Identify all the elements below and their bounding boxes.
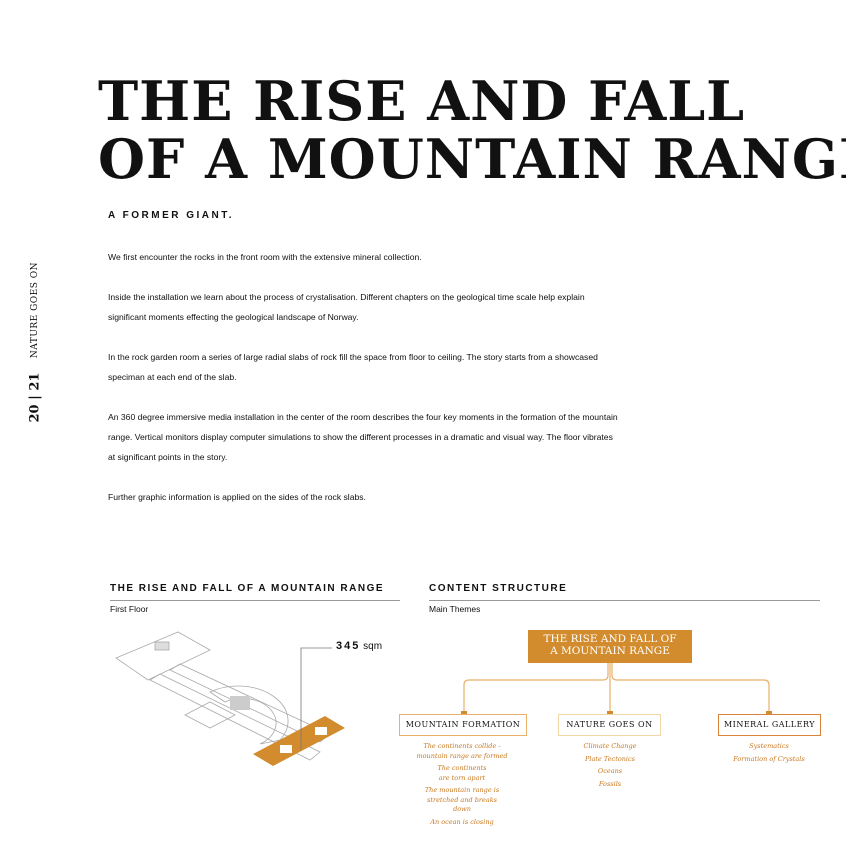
theme-items-mountain-formation: The continents collide - mountain range … — [412, 742, 512, 830]
list-item: An ocean is closing — [430, 817, 494, 826]
root-line-1: THE RISE AND FALL OF — [543, 633, 677, 645]
list-item: Fossils — [598, 779, 622, 788]
structure-heading: CONTENT STRUCTURE — [429, 583, 568, 594]
area-label: 345 sqm — [336, 640, 382, 652]
title-line-2: OF A MOUNTAIN RANGE — [98, 127, 846, 191]
subtitle: A FORMER GIANT. — [108, 210, 235, 221]
root-theme-box: THE RISE AND FALL OF A MOUNTAIN RANGE — [528, 630, 692, 663]
theme-mountain-formation: MOUNTAIN FORMATION — [399, 714, 527, 736]
theme-items-nature-goes-on: Climate Change Plate Tectonics Oceans Fo… — [560, 742, 660, 792]
list-item: Climate Change — [583, 742, 637, 750]
divider — [429, 600, 820, 601]
list-item: Systematics — [749, 742, 789, 750]
paragraph: In the rock garden room a series of larg… — [108, 352, 598, 382]
paragraph: Further graphic information is applied o… — [108, 492, 366, 502]
list-item: Oceans — [597, 767, 623, 775]
paragraph: An 360 degree immersive media installati… — [108, 412, 618, 462]
structure-sub: Main Themes — [429, 604, 481, 614]
floorplan-heading: THE RISE AND FALL OF A MOUNTAIN RANGE — [110, 583, 385, 594]
list-item: The continents collide - mountain range … — [416, 742, 508, 760]
area-value: 345 — [336, 640, 361, 652]
divider — [110, 600, 400, 601]
title-line-1: THE RISE AND FALL — [98, 69, 746, 133]
floor-plan-diagram — [115, 631, 345, 766]
body-text: We first encounter the rocks in the fron… — [108, 247, 618, 527]
list-item: The continents are torn apart — [437, 764, 487, 782]
list-item: The mountain range is stretched and brea… — [424, 786, 500, 813]
theme-nature-goes-on: NATURE GOES ON — [558, 714, 661, 736]
root-line-2: A MOUNTAIN RANGE — [550, 645, 670, 657]
area-unit: sqm — [363, 641, 383, 652]
list-item: Formation of Crystals — [733, 754, 805, 763]
list-item: Plate Tectonics — [585, 754, 635, 763]
page-title: THE RISE AND FALL OF A MOUNTAIN RANGE — [98, 72, 846, 188]
paragraph: Inside the installation we learn about t… — [108, 292, 585, 322]
theme-mineral-gallery: MINERAL GALLERY — [718, 714, 821, 736]
floorplan-sub: First Floor — [110, 604, 149, 614]
paragraph: We first encounter the rocks in the fron… — [108, 252, 422, 262]
theme-items-mineral-gallery: Systematics Formation of Crystals — [719, 742, 819, 767]
